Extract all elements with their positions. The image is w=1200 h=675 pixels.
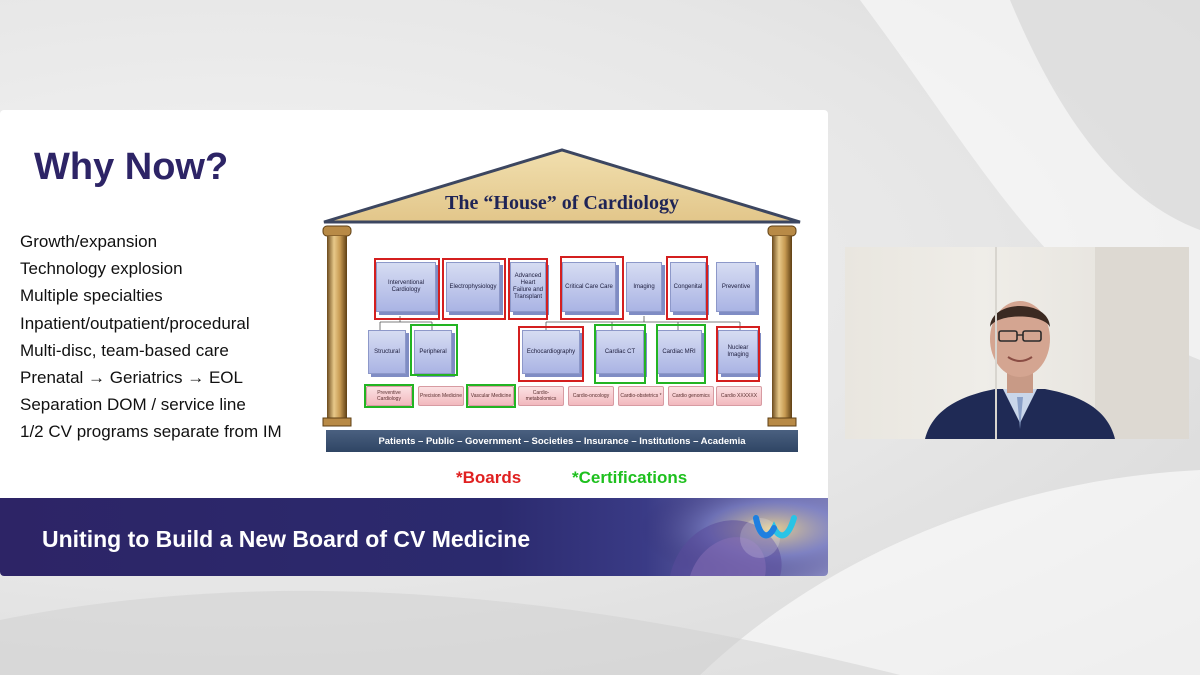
sub-cardio-obstetrics: Cardio-obstetrics * (618, 386, 664, 406)
sub-cardio-oncology: Cardio-oncology (568, 386, 614, 406)
bullet-item: Inpatient/outpatient/procedural (20, 313, 250, 333)
bullet-list: Growth/expansion Technology explosion Mu… (20, 228, 282, 446)
sub-cardio-metabolomics: Cardio-metabolomics (518, 386, 564, 406)
house-of-cardiology-diagram: The “House” of Cardiology Interventional… (320, 148, 804, 466)
right-column (772, 236, 792, 421)
presentation-slide: Why Now? Growth/expansion Technology exp… (0, 110, 828, 576)
node-interventional-cardiology: Interventional Cardiology (376, 262, 436, 312)
slide-banner: Uniting to Build a New Board of CV Medic… (0, 498, 828, 576)
sub-precision-medicine: Precision Medicine (418, 386, 464, 406)
house-structure (322, 148, 801, 427)
bullet-item: Multi-disc, team-based care (20, 340, 229, 360)
node-imaging: Imaging (626, 262, 662, 312)
bullet-item: 1/2 CV programs separate from IM (20, 422, 282, 442)
node-congenital: Congenital (670, 262, 706, 312)
bullet-item: Multiple specialties (20, 286, 163, 306)
node-echocardiography: Echocardiography (522, 330, 580, 374)
speaker-silhouette (925, 247, 1189, 439)
house-title: The “House” of Cardiology (445, 192, 679, 214)
node-electrophysiology: Electrophysiology (446, 262, 500, 312)
node-critical-care: Critical Care Care (562, 262, 616, 312)
slide-title: Why Now? (34, 146, 229, 188)
node-peripheral: Peripheral (414, 330, 452, 374)
node-cardiac-mri: Cardiac MRI (656, 330, 702, 374)
node-cardiac-ct: Cardiac CT (596, 330, 644, 374)
legend-boards: *Boards (456, 468, 522, 487)
banner-text: Uniting to Build a New Board of CV Medic… (42, 526, 531, 552)
house-foundation: Patients – Public – Government – Societi… (326, 430, 798, 452)
sub-vascular-medicine: Vascular Medicine (468, 386, 514, 406)
webex-logo-icon (753, 515, 797, 539)
bullet-item: Technology explosion (20, 259, 183, 279)
wall-panel (995, 247, 997, 439)
bullet-item: Prenatal → Geriatrics → EOL (20, 367, 243, 387)
sub-cardio-xxxxxx: Cardio XXXXXX (716, 386, 762, 406)
node-advanced-heart-failure: Advanced Heart Failure and Transplant (510, 262, 546, 312)
node-nuclear-imaging: Nuclear Imaging (718, 330, 758, 374)
speaker-video-feed (845, 247, 1189, 439)
node-structural: Structural (368, 330, 406, 374)
left-column (327, 236, 347, 421)
bullet-item: Growth/expansion (20, 232, 158, 251)
legend-certifications: *Certifications (572, 468, 688, 487)
left-column-capital (322, 225, 352, 237)
sub-preventive-cardiology: Preventive Cardiology (366, 386, 412, 406)
node-preventive: Preventive (716, 262, 756, 312)
right-column-capital (767, 225, 797, 237)
sub-cardio-genomics: Cardio genomics (668, 386, 714, 406)
bullet-item: Separation DOM / service line (20, 395, 246, 415)
heart-artwork-image (640, 498, 828, 576)
